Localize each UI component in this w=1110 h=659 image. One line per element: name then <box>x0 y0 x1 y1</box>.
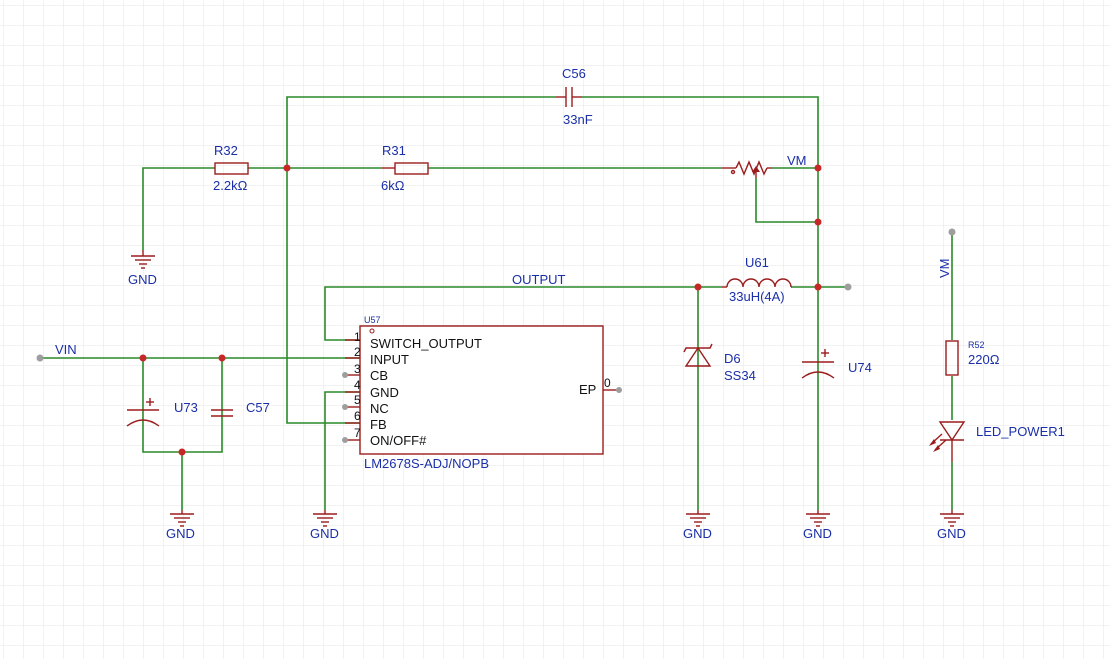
r52-ref: R52 <box>968 340 985 350</box>
c56-value: 33nF <box>563 112 593 127</box>
junction <box>694 283 702 291</box>
r32-value: 2.2kΩ <box>213 178 248 193</box>
r52-value: 220Ω <box>968 352 1000 367</box>
d6-ref: D6 <box>724 351 741 366</box>
wire-gnd-r32[interactable] <box>142 167 215 250</box>
led-power[interactable]: LED_POWER1 <box>929 421 1065 462</box>
u61-value: 33uH(4A) <box>729 289 785 304</box>
ic-pin-5[interactable]: 5 NC <box>342 393 389 416</box>
capacitor-c57[interactable]: C57 <box>211 400 270 417</box>
u57-ref: U57 <box>364 315 381 325</box>
pin-name: CB <box>370 368 388 383</box>
gnd-label: GND <box>166 526 195 541</box>
u57-part: LM2678S-ADJ/NOPB <box>364 456 489 471</box>
ground-led[interactable]: GND <box>937 510 966 541</box>
net-endpoint[interactable] <box>844 283 852 291</box>
pin-name: SWITCH_OUTPUT <box>370 336 482 351</box>
gnd-label: GND <box>803 526 832 541</box>
ground-d6[interactable]: GND <box>683 510 712 541</box>
gnd-label: GND <box>128 272 157 287</box>
pin-name: GND <box>370 385 399 400</box>
ic-pin-3[interactable]: 3 CB <box>342 362 388 383</box>
r31-value: 6kΩ <box>381 178 405 193</box>
junction <box>814 283 822 291</box>
pin-name: INPUT <box>370 352 409 367</box>
junction <box>178 448 186 456</box>
wire-pot-wiper[interactable] <box>755 178 818 223</box>
diode-d6[interactable]: D6 SS34 <box>683 343 756 383</box>
pin-number: 3 <box>354 362 361 376</box>
c56-ref: C56 <box>562 66 586 81</box>
gnd-label: GND <box>937 526 966 541</box>
net-label-output[interactable]: OUTPUT <box>512 272 566 287</box>
ic-pin-1[interactable]: 1 SWITCH_OUTPUT <box>345 330 482 351</box>
gnd-label: GND <box>310 526 339 541</box>
r32-ref: R32 <box>214 143 238 158</box>
net-endpoint[interactable] <box>36 354 44 362</box>
pin-name: FB <box>370 417 387 432</box>
junctions <box>139 164 822 456</box>
c57-ref: C57 <box>246 400 270 415</box>
ground-gnd-r32[interactable]: GND <box>128 250 157 287</box>
pin-number: 0 <box>604 376 611 390</box>
wire-c56-left[interactable] <box>286 96 556 168</box>
led-ref: LED_POWER1 <box>976 424 1065 439</box>
capacitor-u73[interactable]: U73 <box>126 398 198 427</box>
wire-c56-right[interactable] <box>582 96 819 168</box>
ic-pin-7[interactable]: 7 ON/OFF# <box>342 426 427 448</box>
ground-input-caps[interactable]: GND <box>166 510 195 541</box>
junction <box>283 164 291 172</box>
net-label-vin[interactable]: VIN <box>55 342 77 357</box>
junction <box>139 354 147 362</box>
d6-value: SS34 <box>724 368 756 383</box>
ic-pin-4[interactable]: 4 GND <box>345 378 399 400</box>
pin-name: NC <box>370 401 389 416</box>
ic-pin-6[interactable]: 6 FB <box>345 409 387 432</box>
capacitor-u74[interactable]: U74 <box>801 349 872 379</box>
u74-ref: U74 <box>848 360 872 375</box>
pin-name: ON/OFF# <box>370 433 427 448</box>
ic-u57[interactable]: U57 LM2678S-ADJ/NOPB 1 SWITCH_OUTPUT 2 I… <box>342 315 622 471</box>
pin-number: 7 <box>354 426 361 440</box>
wire-output[interactable] <box>324 286 722 341</box>
pin-number: 5 <box>354 393 361 407</box>
net-endpoint[interactable] <box>948 228 956 236</box>
resistor-r32[interactable]: R32 2.2kΩ <box>213 143 249 193</box>
ground-u74[interactable]: GND <box>803 510 832 541</box>
pin-number: 1 <box>354 330 361 344</box>
u61-ref: U61 <box>745 255 769 270</box>
net-label-vm-led[interactable]: VM <box>937 259 952 279</box>
pin-name: EP <box>579 382 596 397</box>
pin-number: 4 <box>354 378 361 392</box>
r31-ref: R31 <box>382 143 406 158</box>
gnd-label: GND <box>683 526 712 541</box>
capacitor-c56[interactable]: C56 33nF <box>556 66 593 127</box>
net-label-vm[interactable]: VM <box>787 153 807 168</box>
resistor-r52[interactable]: R52 220Ω <box>945 340 1000 376</box>
ic-pin-ep[interactable]: 0 EP <box>579 376 622 397</box>
junction <box>218 354 226 362</box>
pin-number: 2 <box>354 345 361 359</box>
junction <box>814 164 822 172</box>
potentiometer[interactable] <box>722 160 772 178</box>
pin-number: 6 <box>354 409 361 423</box>
resistor-r31[interactable]: R31 6kΩ <box>381 143 429 193</box>
ground-ic[interactable]: GND <box>310 510 339 541</box>
u73-ref: U73 <box>174 400 198 415</box>
wire-fb[interactable] <box>286 168 360 424</box>
junction <box>814 218 822 226</box>
inductor-u61[interactable]: U61 33uH(4A) <box>722 255 792 304</box>
ic-pin-2[interactable]: 2 INPUT <box>345 345 409 367</box>
